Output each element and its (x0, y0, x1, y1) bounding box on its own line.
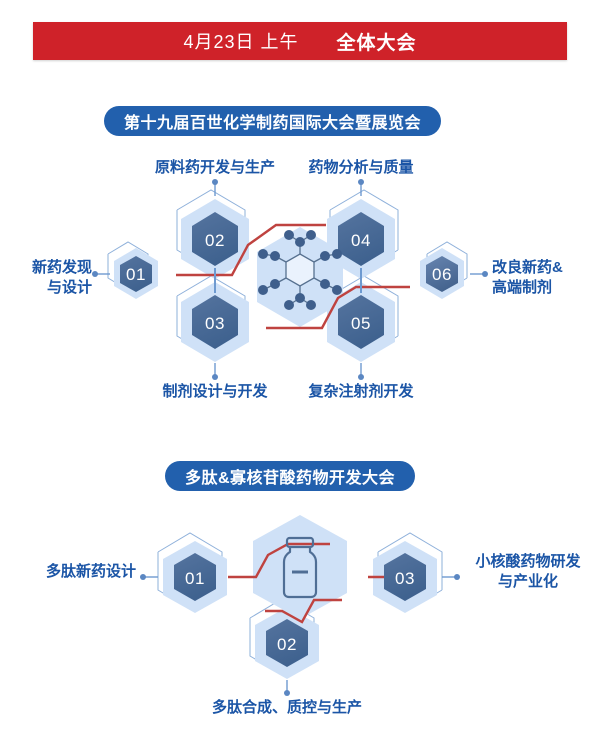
node-label-01: 新药发现 与设计 (0, 258, 92, 298)
hex-node-04-number: 04 (351, 231, 371, 250)
node-label-01-line-2: 与设计 (46, 279, 92, 296)
node-label-03-line-1: 制剂设计与开发 (162, 383, 268, 400)
chemical-pharma-hex-diagram: 01 02 03 04 05 (0, 150, 600, 420)
blue-connectors (214, 268, 362, 293)
hex-node-03-number: 03 (205, 314, 225, 333)
node-label-01-line-1: 新药发现 (31, 259, 92, 276)
hex-node-p02-number: 02 (277, 635, 297, 654)
hex-node-p01-number: 01 (185, 569, 205, 588)
label-stems-2 (140, 574, 460, 696)
hex-node-05[interactable]: 05 (338, 295, 384, 349)
hex-node-02-number: 02 (205, 231, 225, 250)
hex-node-01-number: 01 (126, 265, 146, 284)
vial-icon (282, 536, 318, 599)
node-label-p02: 多肽合成、质控与生产 (187, 698, 387, 718)
hex-node-p03[interactable]: 03 (384, 553, 426, 601)
node-label-04: 药物分析与质量 (301, 158, 421, 178)
node-label-06-line-1: 改良新药& (492, 259, 563, 276)
hex-node-04[interactable]: 04 (338, 212, 384, 266)
hex-node-p03-number: 03 (395, 569, 415, 588)
red-connector-path (176, 223, 410, 330)
node-label-06-line-2: 高端制剂 (492, 279, 553, 296)
hex-diagram-1-graphic: 01 02 03 04 05 (92, 179, 488, 380)
hex-light-shells-2 (163, 515, 437, 679)
banner-date: 4月23日 上午 (183, 32, 299, 52)
node-label-06: 改良新药& 高端制剂 (492, 258, 600, 298)
hex-node-06-number: 06 (432, 265, 452, 284)
hex-diagram-2-graphic: 01 02 03 (140, 515, 460, 696)
node-label-02-line-1: 原料药开发与生产 (154, 159, 275, 176)
hex-node-05-number: 05 (351, 314, 371, 333)
event-banner: 4月23日 上午 全体大会 (33, 22, 567, 60)
node-label-p03: 小核酸药物研发 与产业化 (458, 552, 598, 592)
node-label-03: 制剂设计与开发 (125, 382, 305, 402)
label-stems (92, 179, 488, 380)
node-label-p03-line-2: 与产业化 (497, 573, 558, 590)
node-label-05: 复杂注射剂开发 (301, 382, 421, 402)
node-label-02: 原料药开发与生产 (125, 158, 305, 178)
node-label-05-line-1: 复杂注射剂开发 (308, 383, 414, 400)
hex-node-02[interactable]: 02 (192, 212, 238, 266)
hex-node-p01[interactable]: 01 (174, 553, 216, 601)
banner-title: 全体大会 (336, 32, 417, 54)
hex-node-03[interactable]: 03 (192, 295, 238, 349)
section-1-pill-title: 第十九届百世化学制药国际大会暨展览会 (104, 106, 442, 136)
node-label-p01-line-1: 多肽新药设计 (45, 563, 136, 580)
section-2-pill-title: 多肽&寡核苷酸药物开发大会 (165, 461, 416, 491)
node-label-04-line-1: 药物分析与质量 (308, 159, 414, 176)
node-label-p02-line-1: 多肽合成、质控与生产 (211, 699, 362, 716)
hex-number-nodes-2: 01 02 03 (174, 553, 426, 667)
hex-shell-p-center (253, 515, 347, 619)
node-label-p03-line-1: 小核酸药物研发 (475, 553, 581, 570)
hex-light-shells (114, 199, 464, 362)
hex-node-01[interactable]: 01 (120, 256, 152, 292)
hex-node-p02[interactable]: 02 (266, 619, 308, 667)
banner-content: 4月23日 上午 全体大会 (183, 28, 416, 55)
hex-number-nodes: 01 02 03 04 05 (120, 212, 458, 349)
node-label-p01: 多肽新药设计 (0, 562, 136, 582)
peptide-oligo-hex-diagram: 01 02 03 多肽新药设计 多肽 (0, 500, 600, 750)
hex-node-06[interactable]: 06 (426, 256, 458, 292)
molecule-icon (258, 230, 342, 310)
